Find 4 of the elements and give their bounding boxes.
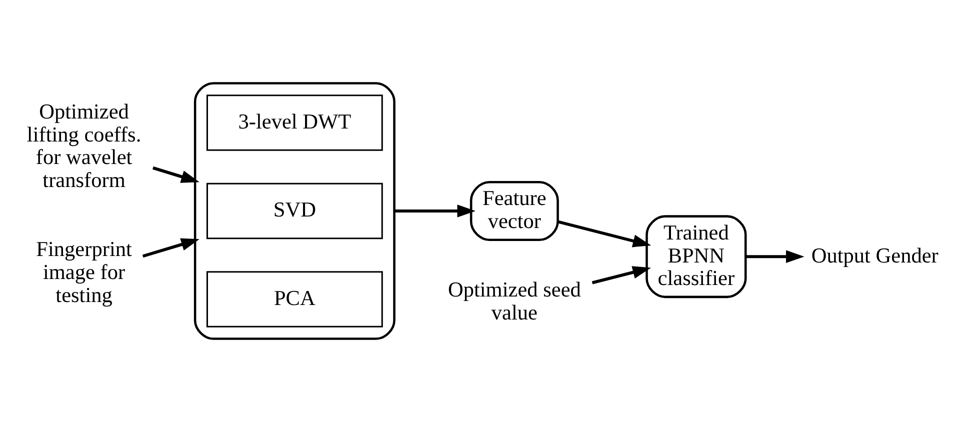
node-text: Optimized seed value [448, 276, 581, 324]
node-text: Fingerprint image for testing [36, 236, 132, 306]
node-text: Optimized lifting coeffs. for wavelet transform [26, 99, 142, 192]
node-text: Output Gender [811, 242, 938, 267]
